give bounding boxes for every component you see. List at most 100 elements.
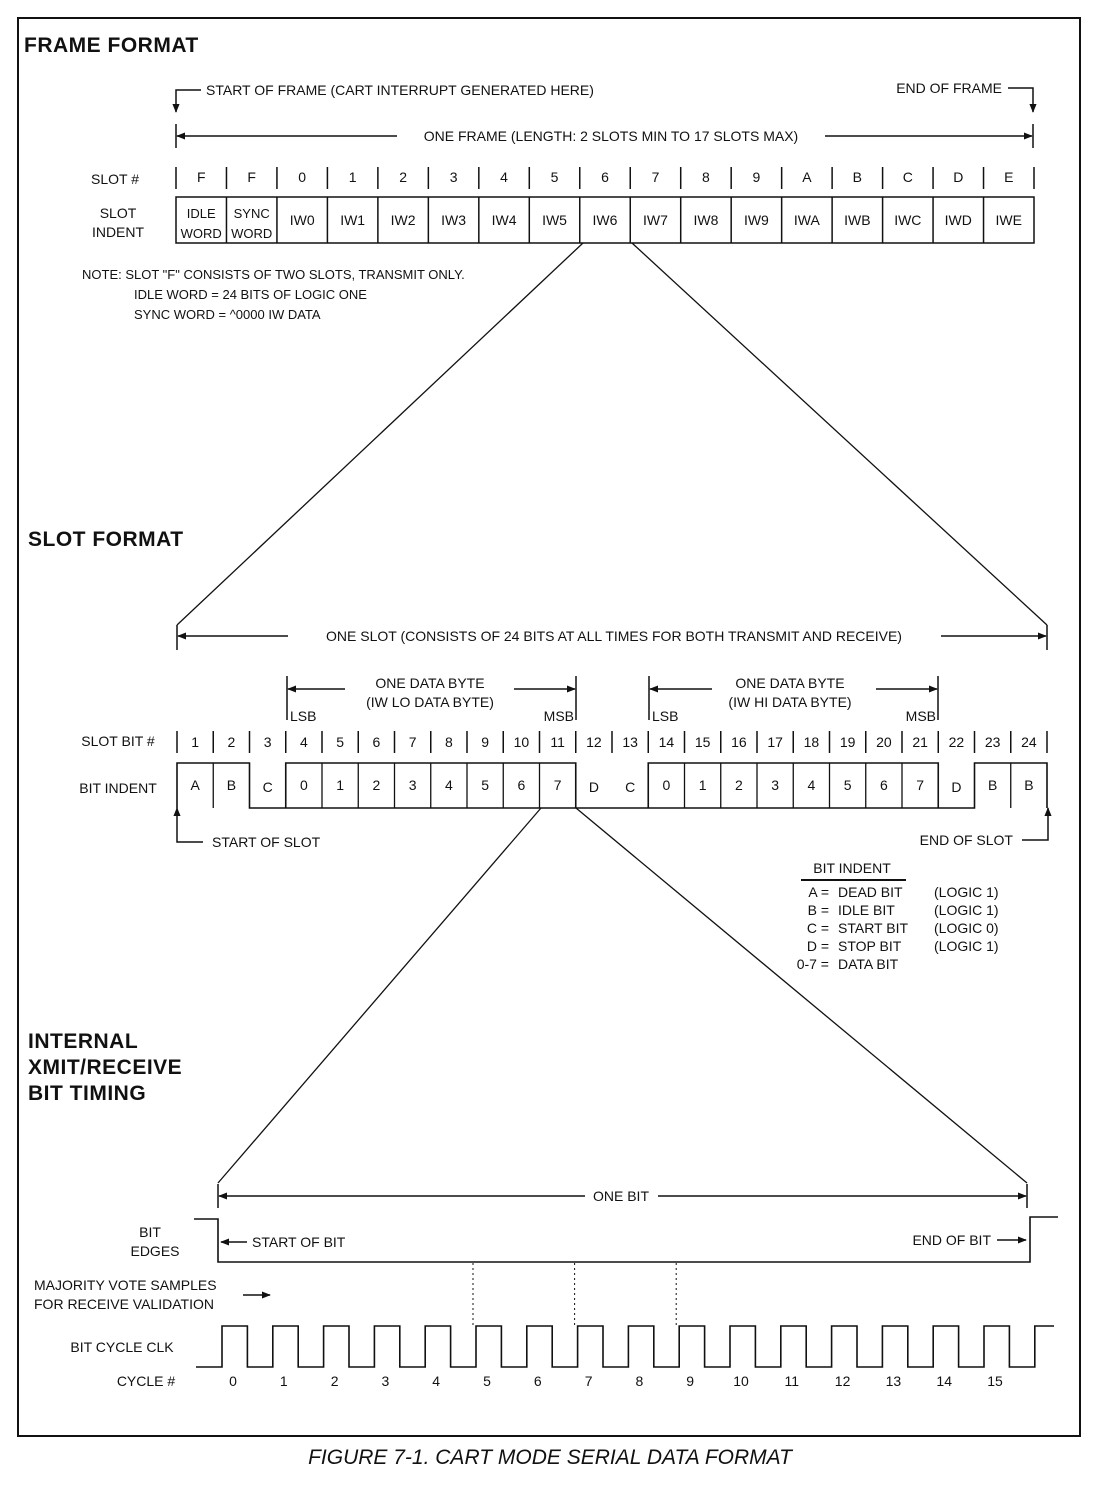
legend-title: BIT INDENT <box>813 860 891 876</box>
lsb-label-lo: LSB <box>290 708 316 724</box>
frame-slot-ident: IWD <box>945 212 972 228</box>
slot-bit-number: 21 <box>912 734 928 750</box>
slot-bit-number: 1 <box>191 734 199 750</box>
timing-heading-1: INTERNAL <box>28 1030 138 1053</box>
start-of-slot-label: START OF SLOT <box>212 834 321 850</box>
slot-bit-number: 18 <box>804 734 820 750</box>
frame-slot-number: 6 <box>601 169 609 185</box>
frame-slot-ident: IWB <box>844 212 870 228</box>
bit-indent-legend: BIT INDENT A =DEAD BIT(LOGIC 1)B =IDLE B… <box>797 860 999 972</box>
cycle-number: 14 <box>936 1373 952 1389</box>
bit-edge-waveform <box>194 1216 1058 1263</box>
slot-format-section: SLOT FORMAT ONE SLOT (CONSISTS OF 24 BIT… <box>28 528 1052 1184</box>
cycle-number: 15 <box>987 1373 1003 1389</box>
frame-slot-ident: IWE <box>996 212 1022 228</box>
slot-bit-ident: B <box>988 777 997 793</box>
slot-bit-ident: 7 <box>916 777 924 793</box>
slot-bit-ident: 6 <box>517 777 525 793</box>
frame-span-label: ONE FRAME (LENGTH: 2 SLOTS MIN TO 17 SLO… <box>424 128 798 144</box>
cycle-number: 13 <box>886 1373 902 1389</box>
frame-slot-ident: IW5 <box>542 212 567 228</box>
cycle-number: 5 <box>483 1373 491 1389</box>
cycle-number: 7 <box>585 1373 593 1389</box>
timing-heading-3: BIT TIMING <box>28 1082 146 1105</box>
slot-bit-ident: 7 <box>554 777 562 793</box>
frame-slot-ident: IW9 <box>744 212 769 228</box>
frame-slot-number: 5 <box>551 169 559 185</box>
slot-bit-ident: C <box>263 779 273 795</box>
slot-bit-row-label: SLOT BIT # <box>81 733 155 749</box>
slot-zoom-line-right <box>575 807 1028 1184</box>
slot-bit-ident: 0 <box>300 777 308 793</box>
slot-bit-number: 7 <box>409 734 417 750</box>
frame-slot-ident: IDLE <box>187 206 216 221</box>
frame-slot-number: 3 <box>450 169 458 185</box>
frame-slot-number: 2 <box>399 169 407 185</box>
vote-label-1: MAJORITY VOTE SAMPLES <box>34 1277 217 1293</box>
frame-slot-number: 1 <box>349 169 357 185</box>
slot-bit-number: 11 <box>550 734 565 750</box>
end-of-slot-label: END OF SLOT <box>920 832 1014 848</box>
slot-bit-number: 19 <box>840 734 856 750</box>
slot-bit-number: 2 <box>227 734 235 750</box>
frame-slot-number: 4 <box>500 169 508 185</box>
slot-bit-number: 16 <box>731 734 747 750</box>
end-of-bit-label: END OF BIT <box>912 1232 991 1248</box>
frame-slot-number: F <box>247 169 256 185</box>
bit-timing-section: INTERNAL XMIT/RECEIVE BIT TIMING ONE BIT… <box>28 1030 1058 1389</box>
slot-bit-waveform <box>176 762 1048 809</box>
clk-row-label: BIT CYCLE CLK <box>70 1339 174 1355</box>
slot-bit-number: 15 <box>695 734 711 750</box>
frame-slot-ident: IW1 <box>340 212 365 228</box>
cycle-number: 3 <box>382 1373 390 1389</box>
frame-slot-ident: IW0 <box>290 212 315 228</box>
frame-format-section: FRAME FORMAT START OF FRAME (CART INTERR… <box>24 34 1048 626</box>
slot-bit-number: 12 <box>586 734 602 750</box>
frame-note-3: SYNC WORD = ^0000 IW DATA <box>134 307 321 322</box>
slot-bit-ident: 4 <box>807 777 815 793</box>
slot-bit-ident: 6 <box>880 777 888 793</box>
slot-number-row-label: SLOT # <box>91 171 139 187</box>
slot-bit-number: 13 <box>622 734 638 750</box>
legend-logic: (LOGIC 0) <box>934 920 999 936</box>
start-of-frame-arrow <box>172 89 201 113</box>
slot-bit-number: 14 <box>659 734 675 750</box>
frame-slot-number: 8 <box>702 169 710 185</box>
slot-bit-number: 4 <box>300 734 308 750</box>
legend-logic: (LOGIC 1) <box>934 902 999 918</box>
legend-key: C = <box>807 920 829 936</box>
timing-heading-2: XMIT/RECEIVE <box>28 1056 182 1079</box>
frame-slot-number: A <box>802 169 812 185</box>
slot-bit-ident: B <box>1024 777 1033 793</box>
frame-slot-ident: SYNC <box>234 206 270 221</box>
figure-caption: FIGURE 7-1. CART MODE SERIAL DATA FORMAT <box>308 1446 794 1469</box>
slot-bit-number: 3 <box>264 734 272 750</box>
slot-bit-ident: 5 <box>844 777 852 793</box>
slot-zoom-line-left <box>217 807 542 1184</box>
end-of-frame-arrow <box>1008 87 1037 113</box>
legend-rows: A =DEAD BIT(LOGIC 1)B =IDLE BIT(LOGIC 1)… <box>797 884 999 972</box>
legend-name: STOP BIT <box>838 938 902 954</box>
slot-bit-number: 10 <box>514 734 530 750</box>
slot-bit-ident: 4 <box>445 777 453 793</box>
slot-bit-number: 6 <box>372 734 380 750</box>
frame-zoom-line-left <box>176 242 584 626</box>
legend-key: A = <box>808 884 829 900</box>
legend-key: 0-7 = <box>797 956 829 972</box>
slot-bit-number: 8 <box>445 734 453 750</box>
slot-bit-ident: 1 <box>699 777 707 793</box>
slot-ident-row-label-1: SLOT <box>100 205 137 221</box>
frame-slot-ident: IW4 <box>492 212 517 228</box>
bit-edges-label-2: EDGES <box>130 1243 179 1259</box>
cycle-number: 12 <box>835 1373 851 1389</box>
frame-slot-ident: IWC <box>894 212 921 228</box>
bit-cycle-clock-waveform <box>196 1325 1054 1368</box>
cycle-number: 6 <box>534 1373 542 1389</box>
cycle-number: 1 <box>280 1373 288 1389</box>
slot-bit-ident: 5 <box>481 777 489 793</box>
slot-format-heading: SLOT FORMAT <box>28 528 184 551</box>
bit-span-label: ONE BIT <box>593 1188 649 1204</box>
